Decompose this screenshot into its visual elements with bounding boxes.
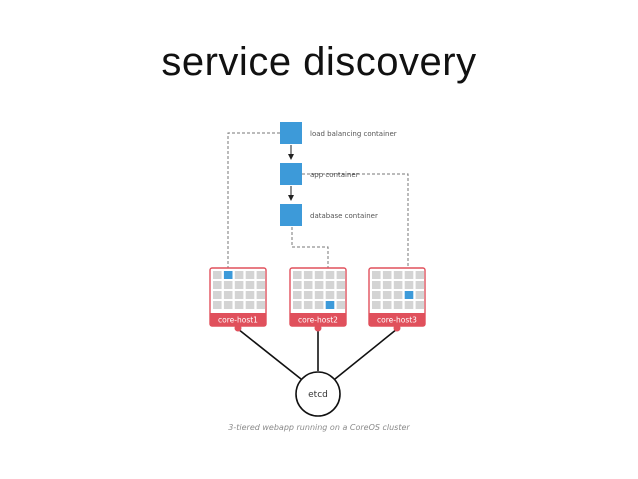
host-cell bbox=[415, 281, 425, 289]
link-db-to-core-host2 bbox=[291, 227, 329, 303]
host-cell bbox=[303, 281, 313, 289]
host-cell bbox=[245, 281, 255, 289]
host-label: core-host3 bbox=[377, 316, 417, 325]
host-cell bbox=[404, 271, 414, 279]
host-connector-dot bbox=[234, 324, 242, 332]
host-cell bbox=[314, 271, 324, 279]
host-cell bbox=[245, 291, 255, 299]
host-cell bbox=[234, 301, 244, 309]
host-cell bbox=[223, 291, 233, 299]
host-cell bbox=[303, 301, 313, 309]
app-container-label: app container bbox=[310, 171, 359, 179]
host-cell bbox=[213, 281, 222, 289]
host-cell bbox=[404, 301, 414, 309]
slide-title: service discovery bbox=[161, 40, 477, 84]
app-container-box bbox=[280, 163, 302, 185]
link-app-to-core-host3 bbox=[302, 173, 409, 294]
etcd-links bbox=[237, 328, 398, 380]
host-cell bbox=[293, 271, 302, 279]
host-cell bbox=[314, 301, 324, 309]
diagram-caption: 3-tiered webapp running on a CoreOS clus… bbox=[228, 423, 410, 432]
host-cell bbox=[234, 281, 244, 289]
host-cell bbox=[223, 281, 233, 289]
host-cell bbox=[393, 291, 403, 299]
host-cell bbox=[393, 301, 403, 309]
host-label: core-host1 bbox=[218, 316, 258, 325]
host-cell bbox=[336, 281, 346, 289]
host-cell bbox=[303, 271, 313, 279]
lb-container-box bbox=[280, 122, 302, 144]
etcd-node: etcd bbox=[295, 371, 341, 417]
host-cell bbox=[303, 291, 313, 299]
host-label-band bbox=[369, 313, 425, 326]
host-cell bbox=[293, 291, 302, 299]
host-cell bbox=[256, 291, 266, 299]
container-app: app container bbox=[280, 163, 359, 185]
etcd-circle bbox=[295, 371, 341, 417]
db-container-box bbox=[280, 204, 302, 226]
host-cell bbox=[382, 281, 392, 289]
host-cell bbox=[415, 301, 425, 309]
host-cell bbox=[234, 271, 244, 279]
host-cell-active bbox=[404, 291, 414, 299]
db-container-label: database container bbox=[310, 212, 378, 220]
hosts: core-host1 core-host2 core-host3 bbox=[209, 267, 426, 332]
host-label-band bbox=[290, 313, 346, 326]
host-cell bbox=[404, 281, 414, 289]
dashed-links bbox=[227, 132, 409, 303]
host-cell-active bbox=[325, 301, 335, 309]
link-core-host1-to-etcd bbox=[237, 328, 302, 380]
container-db: database container bbox=[280, 204, 378, 226]
etcd-label: etcd bbox=[308, 390, 328, 400]
host-cell bbox=[314, 281, 324, 289]
host-cell bbox=[293, 301, 302, 309]
containers: load balancing container app container dat… bbox=[280, 122, 397, 226]
host-cell bbox=[234, 291, 244, 299]
host-connector-dot bbox=[314, 324, 322, 332]
host-cell bbox=[382, 301, 392, 309]
host-cell bbox=[415, 271, 425, 279]
host-core-host2: core-host2 bbox=[289, 267, 347, 332]
host-cell bbox=[372, 271, 381, 279]
host-cell bbox=[213, 271, 222, 279]
host-cell bbox=[372, 301, 381, 309]
host-cell-active bbox=[223, 271, 233, 279]
host-cell bbox=[325, 281, 335, 289]
host-cell bbox=[415, 291, 425, 299]
host-cell bbox=[336, 291, 346, 299]
host-cell bbox=[382, 291, 392, 299]
link-lb-to-core-host1 bbox=[227, 132, 280, 271]
host-cell bbox=[213, 291, 222, 299]
host-core-host1: core-host1 bbox=[209, 267, 267, 332]
host-cell bbox=[325, 291, 335, 299]
link-core-host3-to-etcd bbox=[334, 328, 398, 380]
host-cell bbox=[213, 301, 222, 309]
host-cell bbox=[293, 281, 302, 289]
host-cell bbox=[256, 281, 266, 289]
host-cell bbox=[372, 281, 381, 289]
host-cell bbox=[336, 301, 346, 309]
host-cell bbox=[382, 271, 392, 279]
host-cell bbox=[245, 301, 255, 309]
lb-container-label: load balancing container bbox=[310, 130, 397, 138]
host-cell bbox=[336, 271, 346, 279]
host-cell bbox=[314, 291, 324, 299]
host-cell bbox=[256, 301, 266, 309]
host-cell bbox=[256, 271, 266, 279]
host-cell bbox=[325, 271, 335, 279]
host-cell bbox=[393, 271, 403, 279]
host-cell bbox=[393, 281, 403, 289]
host-connector-dot bbox=[393, 324, 401, 332]
host-core-host3: core-host3 bbox=[368, 267, 426, 332]
host-label: core-host2 bbox=[298, 316, 338, 325]
host-cell bbox=[372, 291, 381, 299]
host-label-band bbox=[210, 313, 266, 326]
host-cell bbox=[223, 301, 233, 309]
host-cell bbox=[245, 271, 255, 279]
container-lb: load balancing container bbox=[280, 122, 397, 144]
